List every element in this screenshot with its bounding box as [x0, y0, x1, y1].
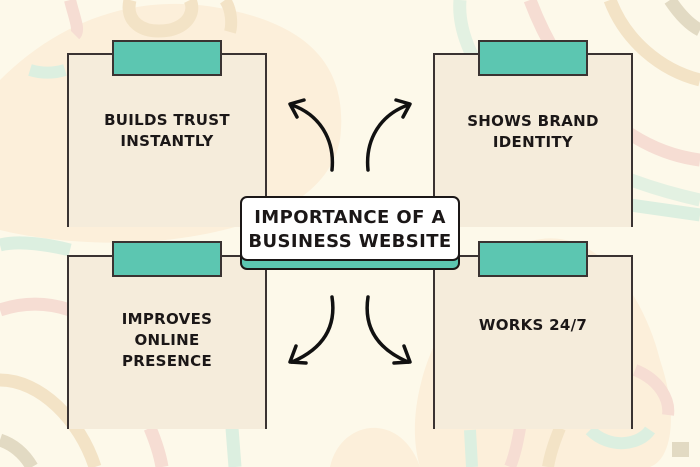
decorative-square — [672, 442, 689, 457]
arrow-down-right-icon — [365, 295, 412, 365]
card-label-line: IDENTITY — [492, 133, 574, 151]
decorative-arc — [0, 236, 72, 257]
card-label: IMPROVES ONLINE PRESENCE — [69, 309, 265, 372]
decorative-arc — [603, 0, 700, 87]
decorative-arc — [225, 427, 242, 467]
decorative-arc — [464, 429, 478, 467]
card-builds-trust: BUILDS TRUST INSTANTLY — [67, 53, 267, 227]
card-label-line: INSTANTLY — [120, 132, 214, 150]
card-brand-identity: SHOWS BRAND IDENTITY — [433, 53, 633, 227]
card-label-line: ONLINE — [134, 331, 200, 349]
page-title: IMPORTANCE OF A BUSINESS WEBSITE — [242, 198, 458, 254]
background-blob — [330, 427, 420, 467]
decorative-arc — [664, 0, 700, 36]
clipboard-clip — [478, 40, 588, 76]
decorative-arc — [542, 425, 566, 467]
decorative-arc — [632, 364, 675, 416]
card-label: BUILDS TRUST INSTANTLY — [69, 110, 265, 152]
arrow-down-left-icon — [288, 295, 335, 365]
clipboard-clip — [112, 40, 222, 76]
card-label: WORKS 24/7 — [435, 315, 631, 336]
card-label-line: PRESENCE — [121, 352, 213, 370]
decorative-arc — [585, 425, 655, 450]
card-online-presence: IMPROVES ONLINE PRESENCE — [67, 255, 267, 429]
card-label: SHOWS BRAND IDENTITY — [435, 111, 631, 153]
card-label-line: SHOWS BRAND — [467, 112, 599, 130]
decorative-arc — [629, 198, 700, 222]
card-label-line: BUILDS TRUST — [104, 111, 230, 129]
decorative-arc — [0, 433, 38, 467]
title-line: IMPORTANCE OF A — [254, 207, 446, 228]
decorative-arc — [0, 373, 102, 467]
decorative-arc — [28, 64, 67, 79]
decorative-arc — [504, 427, 526, 467]
arrow-up-left-icon — [288, 98, 335, 172]
card-label-line: IMPROVES — [121, 310, 213, 328]
decorative-arc — [219, 0, 238, 34]
decorative-arc — [122, 0, 199, 38]
card-works-24-7: WORKS 24/7 — [433, 255, 633, 429]
card-label-line: WORKS 24/7 — [478, 316, 588, 334]
decorative-arc — [0, 297, 73, 317]
title-box: IMPORTANCE OF A BUSINESS WEBSITE — [240, 196, 460, 261]
clipboard-clip — [112, 241, 222, 277]
decorative-arc — [143, 425, 169, 467]
title-line: BUSINESS WEBSITE — [248, 231, 452, 252]
decorative-arc — [64, 0, 84, 40]
arrow-up-right-icon — [365, 98, 412, 172]
clipboard-clip — [478, 241, 588, 277]
